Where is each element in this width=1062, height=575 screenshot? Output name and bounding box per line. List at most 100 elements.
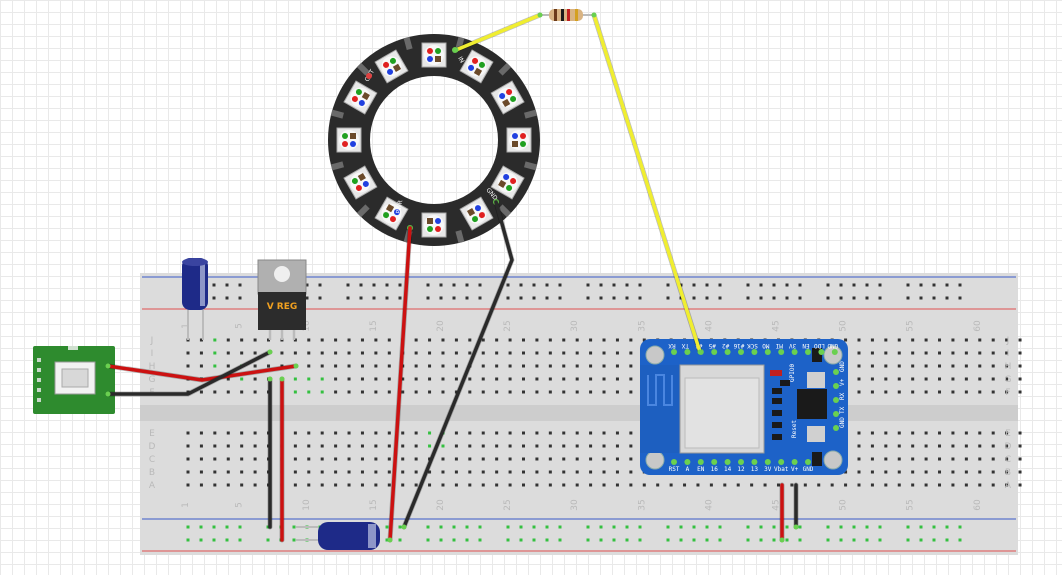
breadboard-hole bbox=[615, 470, 619, 474]
rail-hole bbox=[932, 283, 936, 287]
breadboard-hole bbox=[334, 338, 338, 342]
pin-label: GND bbox=[839, 417, 846, 428]
breadboard-hole bbox=[615, 390, 619, 394]
resistor-band bbox=[567, 9, 570, 21]
breadboard-hole bbox=[629, 351, 633, 355]
breadboard-hole bbox=[1018, 377, 1022, 381]
breadboard-hole bbox=[374, 431, 378, 435]
rail-hole bbox=[506, 283, 510, 287]
breadboard-hole bbox=[535, 444, 539, 448]
header-pin bbox=[671, 459, 677, 465]
rail-hole bbox=[692, 538, 696, 542]
breadboard-hole bbox=[1005, 390, 1009, 394]
rail-hole bbox=[558, 525, 562, 529]
breadboard-hole bbox=[428, 457, 432, 461]
breadboard-hole bbox=[360, 483, 364, 487]
led-chip bbox=[350, 133, 356, 139]
breadboard-hole bbox=[575, 457, 579, 461]
breadboard-hole bbox=[334, 431, 338, 435]
breadboard-hole bbox=[870, 338, 874, 342]
led-red bbox=[389, 216, 396, 223]
breadboard-hole bbox=[911, 338, 915, 342]
rail-hole bbox=[666, 538, 670, 542]
breadboard-hole bbox=[964, 364, 968, 368]
breadboard-hole bbox=[589, 364, 593, 368]
row-letter: H bbox=[1005, 362, 1012, 372]
rail-hole bbox=[865, 296, 869, 300]
wire-endpoint bbox=[105, 391, 111, 397]
breadboard-hole bbox=[495, 338, 499, 342]
breadboard-hole bbox=[857, 470, 861, 474]
breadboard-hole bbox=[575, 483, 579, 487]
breadboard-hole bbox=[307, 364, 311, 368]
breadboard-hole bbox=[991, 364, 995, 368]
ring-pad bbox=[356, 62, 370, 76]
rail-hole bbox=[238, 283, 242, 287]
breadboard-hole bbox=[199, 470, 203, 474]
rail-hole bbox=[759, 538, 763, 542]
breadboard-hole bbox=[897, 457, 901, 461]
breadboard-hole bbox=[629, 390, 633, 394]
breadboard-hole bbox=[320, 431, 324, 435]
breadboard-hole bbox=[213, 457, 217, 461]
breadboard-hole bbox=[562, 470, 566, 474]
rail-hole bbox=[318, 283, 322, 287]
breadboard-hole bbox=[575, 351, 579, 355]
rail-hole bbox=[266, 525, 270, 529]
rail-hole bbox=[346, 283, 350, 287]
rail-hole bbox=[958, 525, 962, 529]
breadboard-hole bbox=[884, 470, 888, 474]
breadboard-hole bbox=[495, 470, 499, 474]
breadboard-hole bbox=[347, 431, 351, 435]
breadboard-hole bbox=[535, 351, 539, 355]
rail-hole bbox=[852, 296, 856, 300]
breadboard-hole bbox=[414, 377, 418, 381]
rail-hole bbox=[839, 538, 843, 542]
header-pin bbox=[684, 349, 691, 355]
breadboard-hole bbox=[548, 364, 552, 368]
ring-pad bbox=[498, 62, 512, 76]
ring-pad bbox=[330, 161, 344, 171]
breadboard-hole bbox=[548, 338, 552, 342]
jst-pad bbox=[37, 398, 41, 402]
row-letter: B bbox=[1005, 468, 1011, 478]
breadboard-hole bbox=[293, 390, 297, 394]
rail-hole bbox=[718, 525, 722, 529]
breadboard-hole bbox=[629, 470, 633, 474]
breadboard-hole bbox=[978, 444, 982, 448]
breadboard-hole bbox=[911, 390, 915, 394]
breadboard-hole bbox=[548, 390, 552, 394]
breadboard-hole bbox=[360, 364, 364, 368]
regulator-tab-hole bbox=[274, 266, 290, 282]
breadboard-hole bbox=[481, 377, 485, 381]
breadboard-hole bbox=[575, 470, 579, 474]
rail-hole bbox=[318, 296, 322, 300]
breadboard-hole bbox=[870, 390, 874, 394]
breadboard-hole bbox=[629, 364, 633, 368]
breadboard-hole bbox=[548, 351, 552, 355]
led-blue bbox=[387, 68, 394, 75]
breadboard-hole bbox=[495, 364, 499, 368]
rail-hole bbox=[759, 525, 763, 529]
rail-hole bbox=[772, 296, 776, 300]
rail-hole bbox=[385, 525, 389, 529]
breadboard-hole bbox=[320, 364, 324, 368]
breadboard-hole bbox=[522, 431, 525, 435]
column-number: 30 bbox=[570, 320, 580, 332]
breadboard-hole bbox=[468, 351, 472, 355]
led-red bbox=[506, 89, 513, 96]
wires bbox=[105, 12, 799, 543]
breadboard-hole bbox=[978, 390, 982, 394]
breadboard-hole bbox=[629, 444, 633, 448]
breadboard-hole bbox=[602, 351, 606, 355]
breadboard-hole bbox=[951, 364, 955, 368]
breadboard-hole bbox=[226, 377, 230, 381]
rail-hole bbox=[759, 296, 763, 300]
rail-hole bbox=[478, 525, 482, 529]
breadboard-hole bbox=[495, 431, 499, 435]
breadboard-hole bbox=[951, 338, 955, 342]
rail-hole bbox=[599, 525, 603, 529]
rail-hole bbox=[798, 296, 802, 300]
pin-label: 14 bbox=[724, 466, 732, 473]
rail-hole bbox=[586, 296, 590, 300]
